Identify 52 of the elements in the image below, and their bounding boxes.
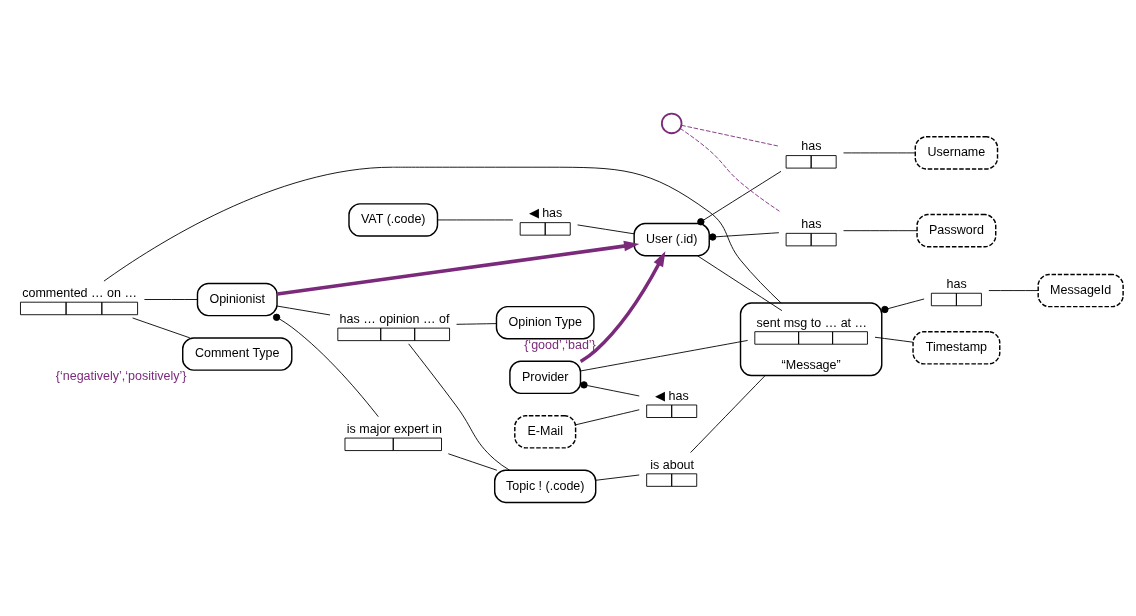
node-box: Provider bbox=[509, 360, 582, 395]
connector bbox=[843, 152, 916, 154]
connector bbox=[580, 340, 749, 372]
connector bbox=[881, 298, 925, 314]
node-label: has bbox=[946, 277, 967, 292]
node-box: User (.id) bbox=[633, 222, 710, 257]
node-box: Opinionist bbox=[196, 282, 278, 317]
connector bbox=[580, 381, 640, 397]
connector bbox=[679, 127, 782, 213]
node-box: Comment Type bbox=[182, 337, 293, 371]
node-label: commented … on … bbox=[22, 286, 137, 300]
node-label: {‘good’,‘bad’} bbox=[524, 337, 596, 352]
node-box: Topic ! (.code) bbox=[494, 469, 597, 504]
connector bbox=[132, 317, 191, 339]
connector bbox=[447, 453, 498, 471]
connector bbox=[437, 219, 514, 221]
connector bbox=[690, 375, 766, 453]
node-circle bbox=[660, 112, 683, 135]
node-label: sent msg to … at … bbox=[756, 315, 868, 330]
connector bbox=[697, 255, 783, 312]
connector bbox=[874, 336, 914, 343]
connector bbox=[143, 299, 198, 300]
node-label: has bbox=[801, 139, 822, 154]
node-box: Password bbox=[916, 213, 997, 248]
connector bbox=[681, 124, 780, 147]
node-box: VAT (.code) bbox=[348, 203, 439, 237]
node-label: ◀ has bbox=[655, 388, 689, 403]
node-label: is about bbox=[650, 457, 695, 472]
node-label: has … opinion … of bbox=[339, 311, 450, 326]
node-box: Username bbox=[914, 136, 999, 170]
arrow bbox=[277, 240, 640, 296]
connector bbox=[988, 290, 1039, 291]
node-label: has bbox=[801, 217, 822, 232]
arrow bbox=[579, 251, 666, 363]
node-box: MessageId bbox=[1037, 273, 1124, 308]
node-box: E-Mail bbox=[514, 415, 577, 449]
connector bbox=[408, 343, 511, 471]
connector bbox=[272, 313, 379, 418]
connector bbox=[577, 224, 635, 235]
connector bbox=[456, 323, 497, 325]
node-label: {‘negatively’,‘positively’} bbox=[55, 369, 187, 384]
connector bbox=[843, 230, 918, 232]
connector bbox=[575, 409, 640, 426]
node-label: ◀ has bbox=[528, 206, 563, 221]
connector bbox=[709, 232, 780, 241]
connector bbox=[697, 170, 782, 226]
connector bbox=[276, 305, 331, 316]
node-label: is major expert in bbox=[346, 421, 442, 436]
node-box: Timestamp bbox=[912, 330, 1001, 365]
node-box: Opinion Type bbox=[495, 305, 595, 340]
connector bbox=[595, 474, 640, 481]
connector bbox=[103, 166, 782, 304]
